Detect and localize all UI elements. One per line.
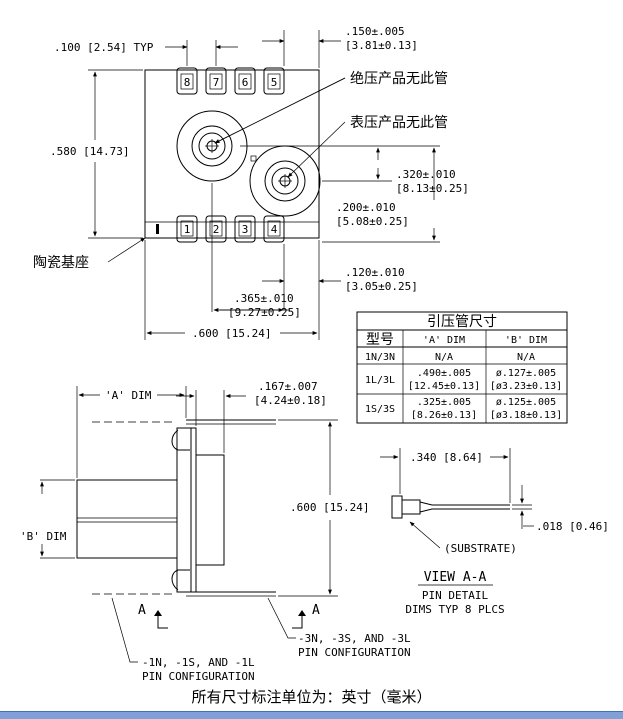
pin-label-6: 6 bbox=[242, 76, 249, 89]
pin-config-3-models: -3N, -3S, AND -3L bbox=[298, 632, 411, 645]
pin-config-3-label: PIN CONFIGURATION bbox=[298, 646, 411, 659]
pin-label-4: 4 bbox=[271, 223, 278, 236]
view-title: VIEW A-A bbox=[424, 570, 487, 585]
table-header-a: 'A' DIM bbox=[423, 335, 465, 346]
dim-pin-width-mm: [3.81±0.13] bbox=[345, 39, 418, 52]
section-mark-right: A bbox=[312, 603, 320, 618]
table-cell: N/A bbox=[517, 352, 535, 363]
dim-side-height: .600 [15.24] bbox=[290, 501, 369, 514]
label-ceramic-base: 陶瓷基座 bbox=[33, 254, 89, 271]
pin-config-1-label: PIN CONFIGURATION bbox=[142, 670, 255, 683]
pin1-marker bbox=[156, 224, 159, 234]
dim-a: 'A' DIM bbox=[105, 389, 152, 402]
dim-thickness-mm: [4.24±0.18] bbox=[254, 394, 327, 407]
label-gauge-no-port: 表压产品无此管 bbox=[350, 115, 448, 131]
port-tube bbox=[76, 479, 178, 559]
pin-config-1-models: -1N, -1S, AND -1L bbox=[142, 656, 255, 669]
table-cell: [8.26±0.13] bbox=[411, 410, 477, 421]
table-row-model: 1S/3S bbox=[365, 404, 395, 415]
top-view: 8 7 6 5 1 2 3 4 bbox=[33, 25, 469, 340]
pin-detail-line1: PIN DETAIL bbox=[422, 589, 489, 602]
table-cell: [ø3.23±0.13] bbox=[490, 381, 562, 392]
dim-pin-offset-mm: [3.05±0.25] bbox=[345, 280, 418, 293]
section-mark-left: A bbox=[138, 603, 146, 618]
dim-port-offset-mm: [5.08±0.25] bbox=[336, 215, 409, 228]
table-cell: [ø3.18±0.13] bbox=[490, 410, 562, 421]
dim-port-offset: .200±.010 bbox=[336, 201, 396, 214]
pin-label-2: 2 bbox=[213, 223, 220, 236]
pressure-port-gauge bbox=[249, 145, 321, 217]
sensor-body-outline bbox=[144, 69, 320, 239]
pin-label-5: 5 bbox=[271, 76, 278, 89]
dim-pin-offset: .120±.010 bbox=[345, 266, 405, 279]
table-cell: .325±.005 bbox=[417, 397, 471, 408]
table-title: 引压管尺寸 bbox=[427, 314, 497, 330]
port-dimension-table: 引压管尺寸 型号 'A' DIM 'B' DIM 1N/3N N/A N/A 1… bbox=[356, 311, 568, 424]
table-row-model: 1N/3N bbox=[365, 352, 395, 363]
table-header-model: 型号 bbox=[366, 332, 394, 348]
table-cell: ø.127±.005 bbox=[496, 368, 556, 379]
table-row-model: 1L/3L bbox=[365, 375, 395, 386]
side-view: 'A' DIM .167±.007 [4.24±0.18] 'B' DIM .6… bbox=[20, 380, 411, 683]
table-cell: .490±.005 bbox=[417, 368, 471, 379]
table-cell: N/A bbox=[435, 352, 453, 363]
horizontal-scrollbar[interactable] bbox=[0, 711, 623, 719]
dim-pin-pitch: .100 [2.54] TYP bbox=[54, 41, 154, 54]
pressure-port-absolute bbox=[176, 110, 248, 182]
dim-port-x: .365±.010 bbox=[234, 292, 294, 305]
pin-label-7: 7 bbox=[213, 76, 220, 89]
pin-label-8: 8 bbox=[184, 76, 191, 89]
dim-body-height: .580 [14.73] bbox=[50, 145, 129, 158]
dim-b: 'B' DIM bbox=[20, 530, 67, 543]
table-cell: [12.45±0.13] bbox=[408, 381, 480, 392]
dim-port-spacing-mm: [8.13±0.25] bbox=[396, 182, 469, 195]
top-pins: 8 7 6 5 bbox=[176, 67, 285, 95]
dim-pin-thickness: .018 [0.46] bbox=[536, 520, 609, 533]
label-absolute-no-port: 绝压产品无此管 bbox=[350, 71, 448, 87]
bottom-pins: 1 2 3 4 bbox=[176, 215, 285, 243]
table-cell: ø.125±.005 bbox=[496, 397, 556, 408]
table-header-b: 'B' DIM bbox=[505, 335, 547, 346]
dim-body-width: .600 [15.24] bbox=[192, 327, 271, 340]
pin-detail-view: .340 [8.64] .018 [0.46] (SUBSTRATE) VIEW… bbox=[380, 448, 609, 616]
units-footnote: 所有尺寸标注单位为：英寸（毫米） bbox=[191, 688, 432, 706]
dim-port-spacing: .320±.010 bbox=[396, 168, 456, 181]
dim-pin-length: .340 [8.64] bbox=[410, 451, 483, 464]
label-substrate: (SUBSTRATE) bbox=[444, 542, 517, 555]
dim-pin-width: .150±.005 bbox=[345, 25, 405, 38]
pin-label-3: 3 bbox=[242, 223, 249, 236]
pin-detail-line2: DIMS TYP 8 PLCS bbox=[405, 603, 504, 616]
dim-thickness: .167±.007 bbox=[258, 380, 318, 393]
pin-label-1: 1 bbox=[184, 223, 191, 236]
dim-port-x-mm: [9.27±0.25] bbox=[228, 306, 301, 319]
